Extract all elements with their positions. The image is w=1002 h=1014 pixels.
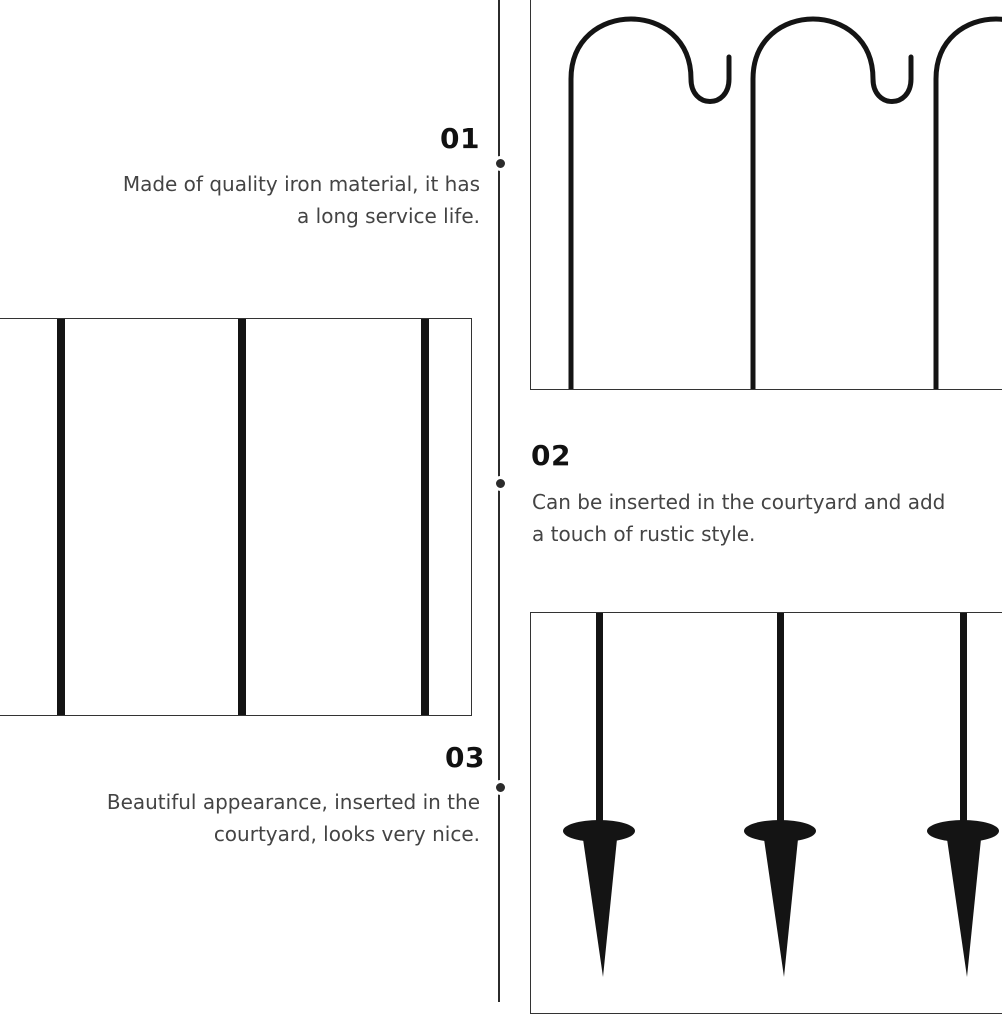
timeline-line	[498, 0, 500, 1002]
photo-rod-middles	[0, 318, 472, 716]
feature-number-03: 03	[445, 741, 485, 774]
timeline-dot-02	[493, 476, 508, 491]
rod-middles-illustration	[57, 319, 429, 715]
hook-tops-illustration	[568, 16, 1002, 389]
feature-text-03-line1: Beautiful appearance, inserted in the	[106, 790, 480, 814]
stake-1	[563, 613, 635, 977]
hook-2	[750, 16, 914, 389]
hook-1	[568, 16, 732, 389]
feature-text-02-line2: a touch of rustic style.	[532, 522, 756, 546]
feature-text-03-line2: courtyard, looks very nice.	[213, 822, 480, 846]
rod-stakes-illustration	[563, 613, 999, 977]
feature-text-01-line1: Made of quality iron material, it has	[122, 172, 480, 196]
timeline-dot-01	[493, 156, 508, 171]
feature-text-01-line2: a long service life.	[297, 204, 480, 228]
feature-text-03: Beautiful appearance, inserted in the co…	[50, 786, 480, 850]
timeline-dot-03	[493, 780, 508, 795]
feature-number-02: 02	[531, 439, 571, 472]
stake-3	[927, 613, 999, 977]
feature-text-01: Made of quality iron material, it has a …	[50, 168, 480, 232]
feature-text-02-line1: Can be inserted in the courtyard and add	[532, 490, 946, 514]
stake-2	[744, 613, 816, 977]
feature-number-01: 01	[440, 122, 480, 155]
photo-rod-stakes	[530, 612, 1002, 1014]
hook-3	[933, 16, 1002, 389]
photo-hook-tops	[530, 0, 1002, 390]
feature-text-02: Can be inserted in the courtyard and add…	[532, 486, 992, 550]
